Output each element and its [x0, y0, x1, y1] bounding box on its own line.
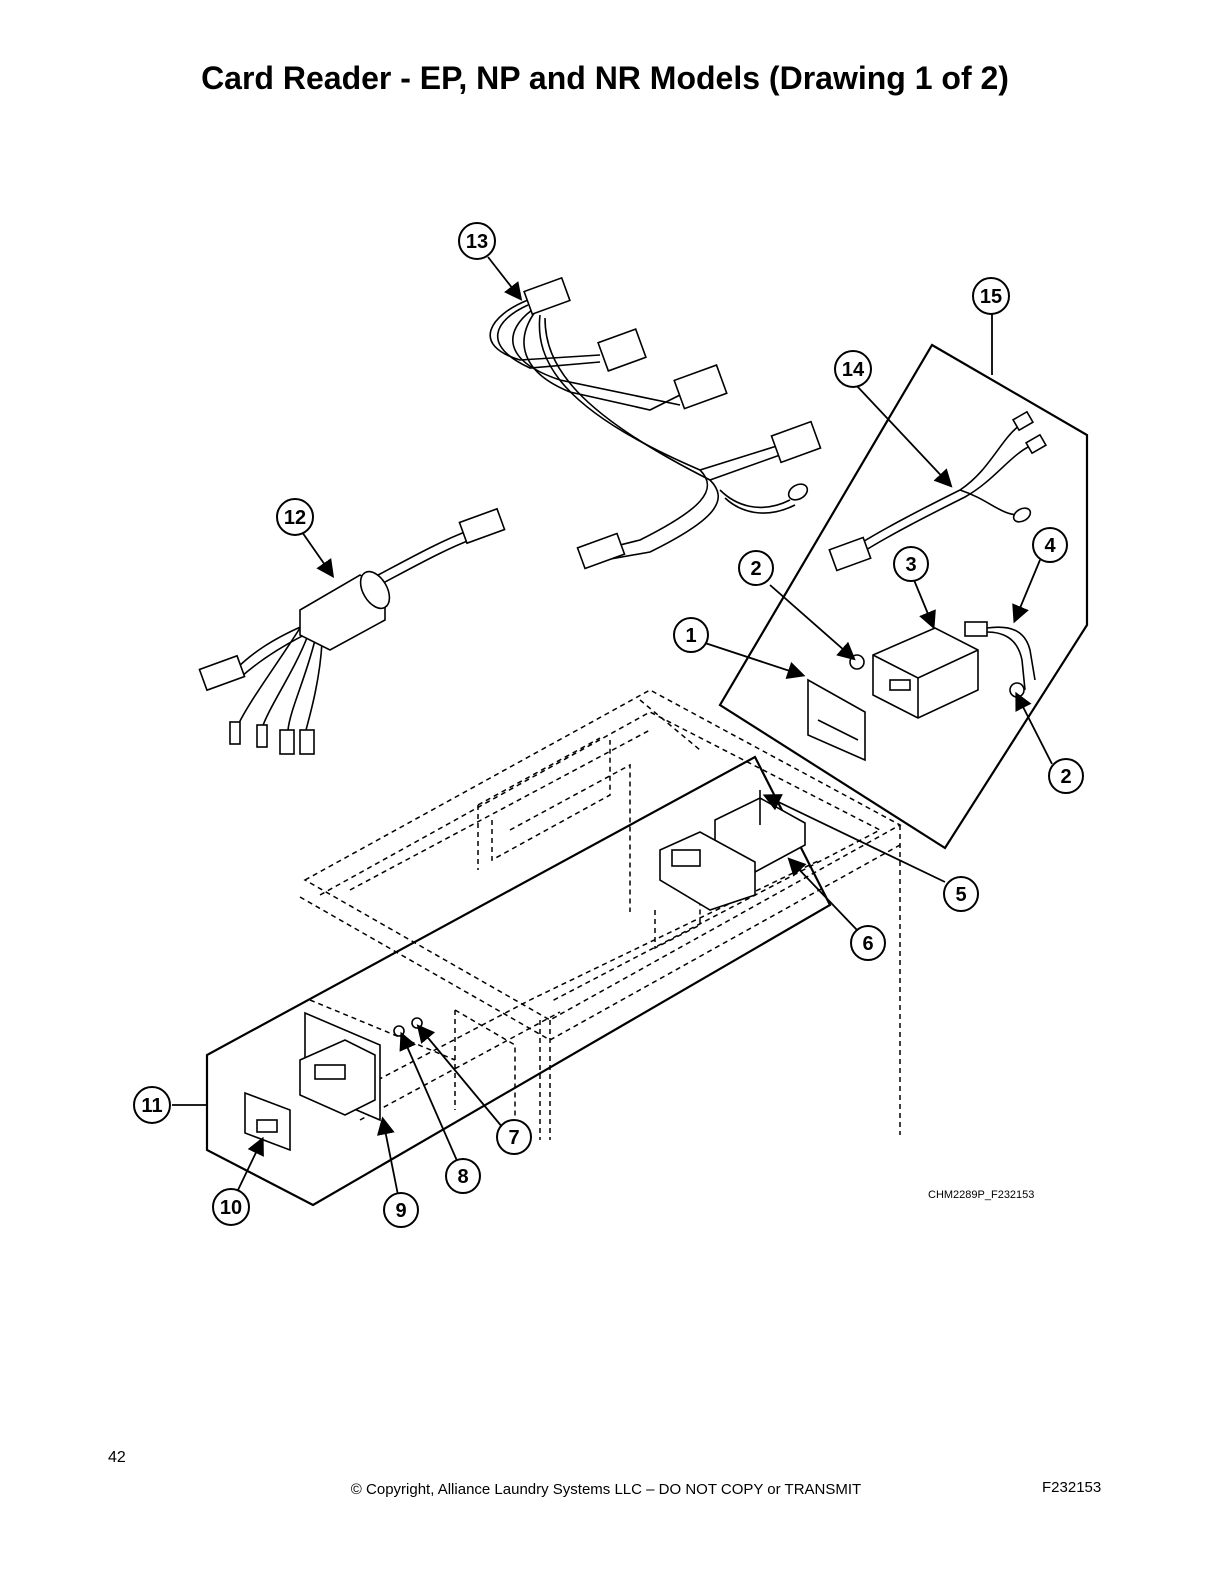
- svg-text:13: 13: [466, 231, 488, 253]
- svg-text:6: 6: [862, 933, 873, 955]
- svg-text:1: 1: [685, 625, 696, 647]
- callout-5: 5: [943, 876, 979, 912]
- svg-text:3: 3: [905, 554, 916, 576]
- svg-text:2: 2: [1060, 766, 1071, 788]
- wire-harness-12: [234, 529, 476, 731]
- callout-3: 3: [893, 546, 929, 582]
- svg-text:15: 15: [980, 286, 1002, 308]
- callout-9: 9: [383, 1192, 419, 1228]
- harness-14-connectors: [828, 410, 1048, 572]
- svg-text:14: 14: [842, 359, 865, 381]
- svg-text:8: 8: [457, 1166, 468, 1188]
- callouts: 1 2 2 3 4 5 6 7 8 9 10 11 12 13 14 15: [133, 222, 1084, 1228]
- callout-1: 1: [673, 617, 709, 653]
- svg-text:11: 11: [141, 1095, 162, 1117]
- callout-14: 14: [834, 350, 872, 388]
- svg-text:2: 2: [750, 558, 761, 580]
- harness-13-connectors: [523, 276, 822, 570]
- module-3: [872, 627, 979, 719]
- svg-text:10: 10: [220, 1197, 242, 1219]
- leader-lines: [237, 256, 1053, 1196]
- machine-outline: [299, 689, 902, 1140]
- svg-text:12: 12: [284, 507, 306, 529]
- callout-13: 13: [458, 222, 496, 260]
- washers-7-8: [393, 1017, 423, 1037]
- harness-12-parts: [198, 507, 506, 755]
- page-number: 42: [108, 1449, 126, 1466]
- wire-harness-14: [849, 424, 1033, 558]
- kit-15-outline: [718, 343, 1089, 850]
- callout-15: 15: [972, 277, 1010, 315]
- page-title: Card Reader - EP, NP and NR Models (Draw…: [201, 60, 1009, 96]
- callout-11: 11: [133, 1086, 171, 1124]
- svg-text:9: 9: [395, 1200, 406, 1222]
- bracket-1: [807, 678, 866, 762]
- callout-2b: 2: [1048, 758, 1084, 794]
- callout-4: 4: [1032, 527, 1068, 563]
- callout-10: 10: [212, 1188, 250, 1226]
- wiring-4: [964, 621, 1036, 691]
- svg-text:5: 5: [955, 884, 966, 906]
- callout-6: 6: [850, 925, 886, 961]
- drawing-id: CHM2289P_F232153: [928, 1189, 1035, 1201]
- callout-7: 7: [496, 1119, 532, 1155]
- copyright-notice: © Copyright, Alliance Laundry Systems LL…: [350, 1481, 862, 1498]
- svg-text:7: 7: [508, 1127, 519, 1149]
- assembly-11-outline: [205, 755, 832, 1207]
- card-reader-6: [659, 797, 806, 911]
- wire-harness-13: [489, 299, 796, 561]
- svg-text:4: 4: [1044, 535, 1056, 557]
- callout-2a: 2: [738, 550, 774, 586]
- bezel-9: [299, 1011, 381, 1122]
- label-10: [244, 1091, 291, 1152]
- callout-8: 8: [445, 1158, 481, 1194]
- document-code: F232153: [1042, 1479, 1102, 1496]
- callout-12: 12: [276, 498, 314, 536]
